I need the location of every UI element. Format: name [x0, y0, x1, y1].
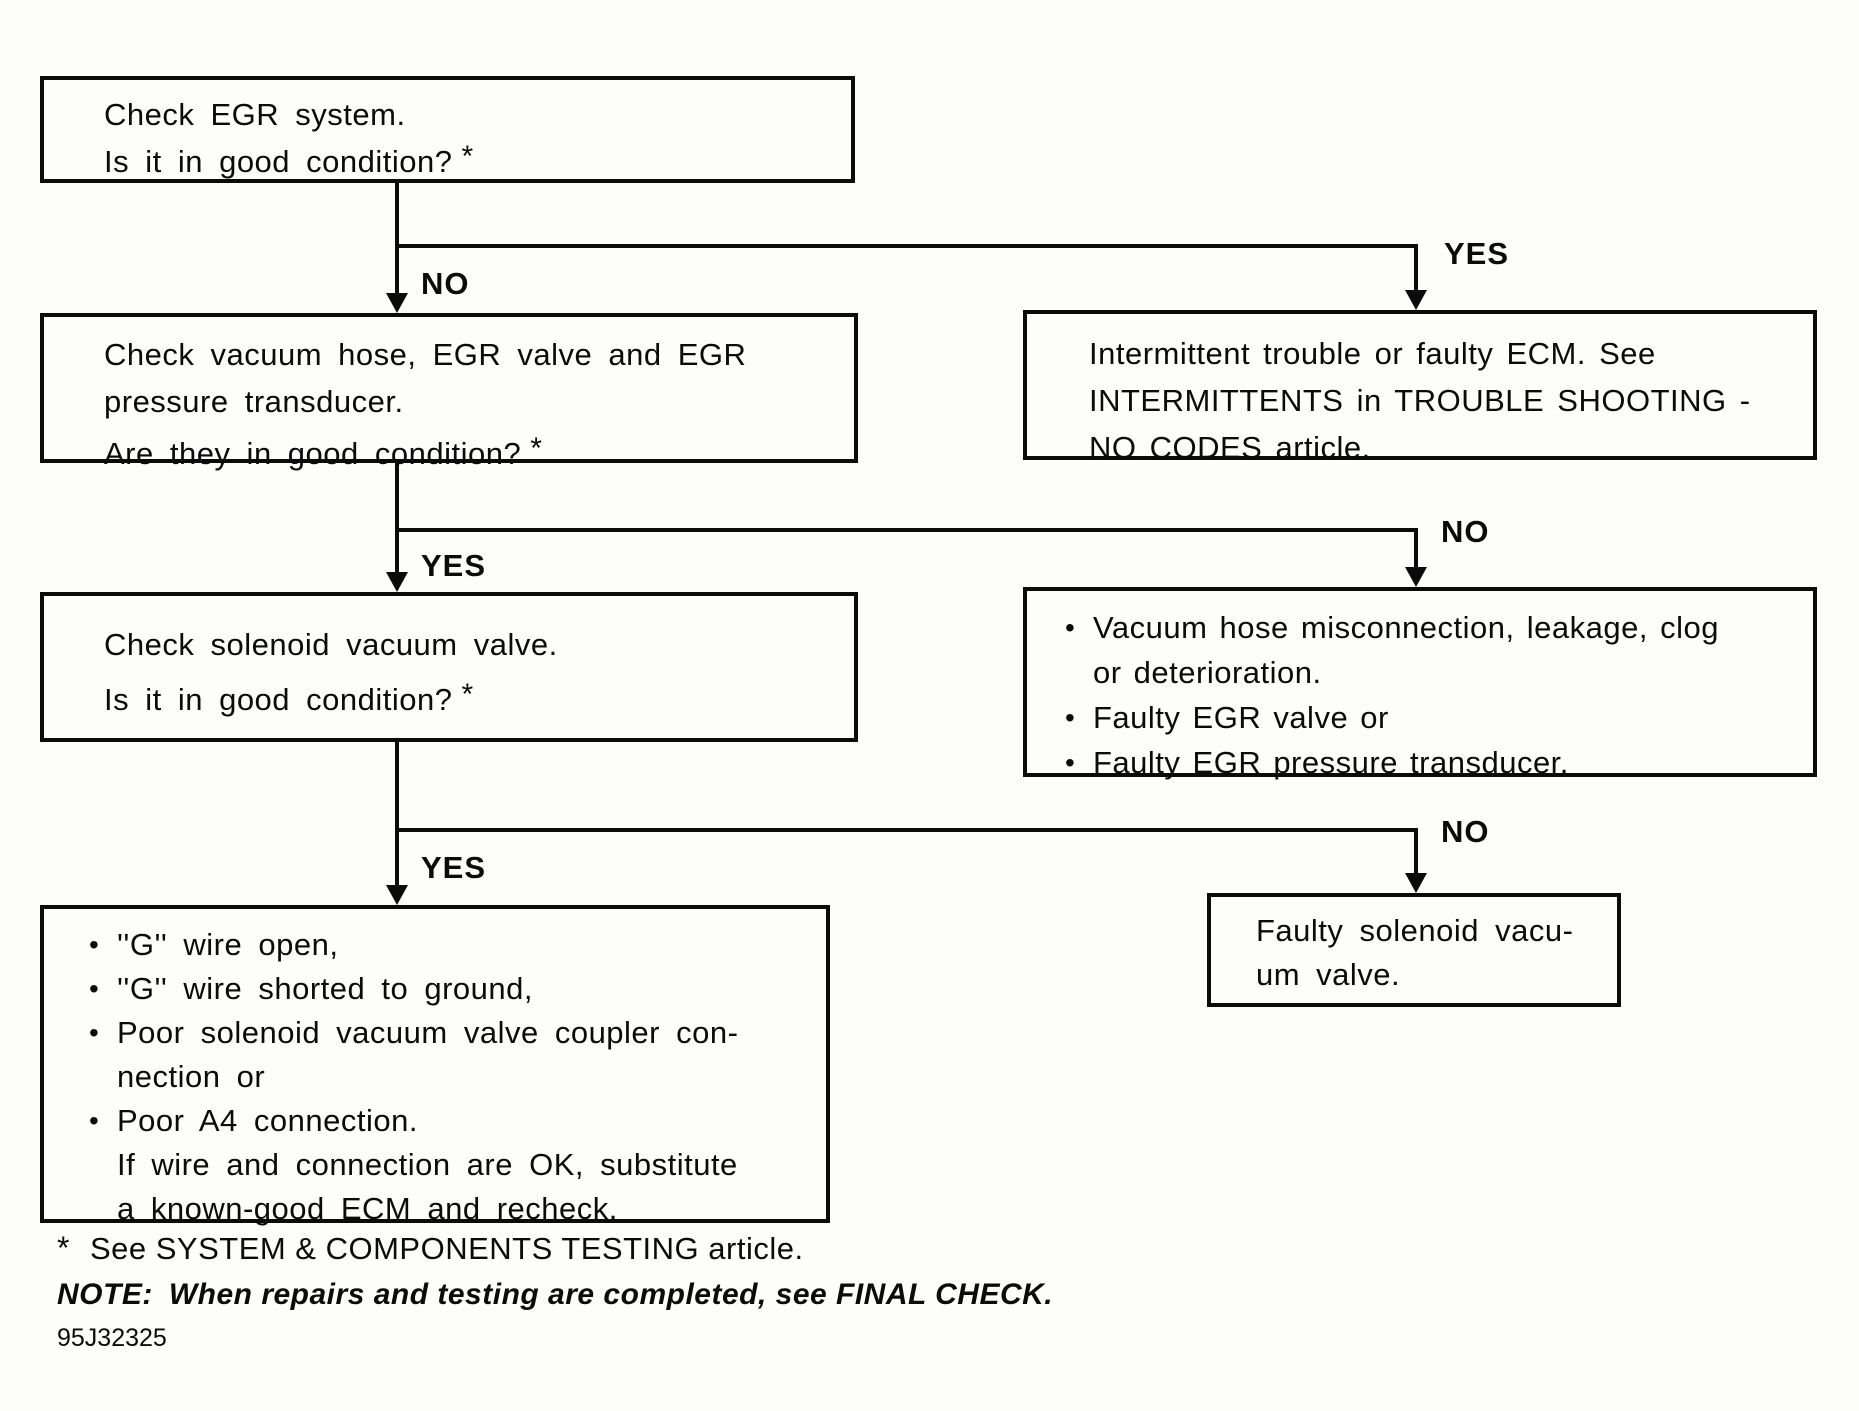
footnote-asterisk-mark: *	[57, 1230, 70, 1266]
bullet-item-continuation: nection or	[117, 1059, 266, 1094]
bullet-item: • Vacuum hose misconnection, leakage, cl…	[1065, 605, 1813, 650]
footnote-asterisk-mark: *	[461, 140, 474, 173]
node-text-line: Check solenoid vacuum valve.	[104, 627, 558, 662]
bullet-item: • Faulty EGR pressure transducer.	[1065, 740, 1813, 785]
node-check-vacuum-hose: Check vacuum hose, EGR valve and EGR pre…	[40, 313, 858, 471]
flow-line-corner-2	[1414, 528, 1418, 569]
node-text-line: Is it in good condition?*	[104, 140, 474, 179]
flow-line-corner-1	[1414, 244, 1418, 292]
node-text-line: um valve.	[1256, 957, 1401, 992]
arrowhead-down-icon	[386, 885, 408, 905]
bullet-item: • ''G'' wire open,	[89, 923, 826, 967]
arrowhead-down-icon	[1405, 567, 1427, 587]
flow-line-down-3	[395, 742, 399, 887]
document-id: 95J32325	[57, 1324, 167, 1352]
node-text-line: INTERMITTENTS in TROUBLE SHOOTING -	[1089, 383, 1751, 418]
bullet-item: • Poor solenoid vacuum valve coupler con…	[89, 1011, 826, 1055]
node-faulty-solenoid-valve: Faulty solenoid vacu- um valve.	[1207, 893, 1621, 1007]
note-text: When repairs and testing are completed, …	[168, 1278, 1054, 1311]
branch-label-no-2: NO	[1441, 514, 1490, 549]
bullet-item-continuation: a known-good ECM and recheck.	[117, 1191, 618, 1226]
bullet-icon: •	[1065, 747, 1076, 778]
footnote-asterisk-mark: *	[530, 432, 543, 465]
flow-line-down-2	[395, 463, 399, 574]
arrowhead-down-icon	[1405, 873, 1427, 893]
branch-label-yes-3: YES	[421, 850, 487, 885]
node-text-line: Intermittent trouble or faulty ECM. See	[1089, 336, 1656, 371]
bullet-icon: •	[1065, 612, 1076, 643]
branch-label-no-1: NO	[421, 266, 470, 301]
flow-line-down-1	[395, 183, 399, 295]
bullet-icon: •	[89, 1105, 100, 1136]
note-label: NOTE:	[57, 1278, 153, 1311]
footnote-asterisk-mark: *	[461, 678, 474, 711]
arrowhead-down-icon	[386, 572, 408, 592]
flow-line-corner-3	[1414, 828, 1418, 875]
node-intermittent-trouble: Intermittent trouble or faulty ECM. See …	[1023, 310, 1817, 465]
node-text-line: Check EGR system.	[104, 97, 406, 132]
bullet-icon: •	[1065, 702, 1076, 733]
arrowhead-down-icon	[1405, 290, 1427, 310]
bullet-item: • Poor A4 connection.	[89, 1099, 826, 1143]
node-check-solenoid-valve: Check solenoid vacuum valve. Is it in go…	[40, 592, 858, 742]
bullet-item-continuation: If wire and connection are OK, substitut…	[117, 1147, 738, 1182]
flow-line-branch-1	[395, 244, 1418, 248]
bullet-item: • ''G'' wire shorted to ground,	[89, 967, 826, 1011]
branch-label-no-3: NO	[1441, 814, 1490, 849]
node-text-line: Check vacuum hose, EGR valve and EGR	[104, 337, 747, 372]
bullet-icon: •	[89, 973, 100, 1004]
node-text-line: Is it in good condition?*	[104, 678, 474, 717]
branch-label-yes-1: YES	[1444, 236, 1510, 271]
node-check-egr-system: Check EGR system. Is it in good conditio…	[40, 76, 855, 183]
flow-line-branch-2	[395, 528, 1418, 532]
arrowhead-down-icon	[386, 293, 408, 313]
node-text-line: Faulty solenoid vacu-	[1256, 913, 1574, 948]
footnote-final-check-note: NOTE: When repairs and testing are comple…	[57, 1278, 1053, 1312]
footnote-see-testing: *See SYSTEM & COMPONENTS TESTING article…	[57, 1230, 804, 1266]
flow-line-branch-3	[395, 828, 1418, 832]
branch-label-yes-2: YES	[421, 548, 487, 583]
node-text-line: Are they in good condition?*	[104, 432, 543, 471]
node-text-line: NO CODES article.	[1089, 430, 1371, 465]
node-vacuum-hose-faults: • Vacuum hose misconnection, leakage, cl…	[1023, 587, 1817, 780]
bullet-icon: •	[89, 1017, 100, 1048]
node-text-line: pressure transducer.	[104, 384, 404, 419]
bullet-item-continuation: or deterioration.	[1093, 655, 1322, 690]
bullet-item: • Faulty EGR valve or	[1065, 695, 1813, 740]
bullet-icon: •	[89, 929, 100, 960]
node-wire-connection-faults: • ''G'' wire open, • ''G'' wire shorted …	[40, 905, 830, 1226]
